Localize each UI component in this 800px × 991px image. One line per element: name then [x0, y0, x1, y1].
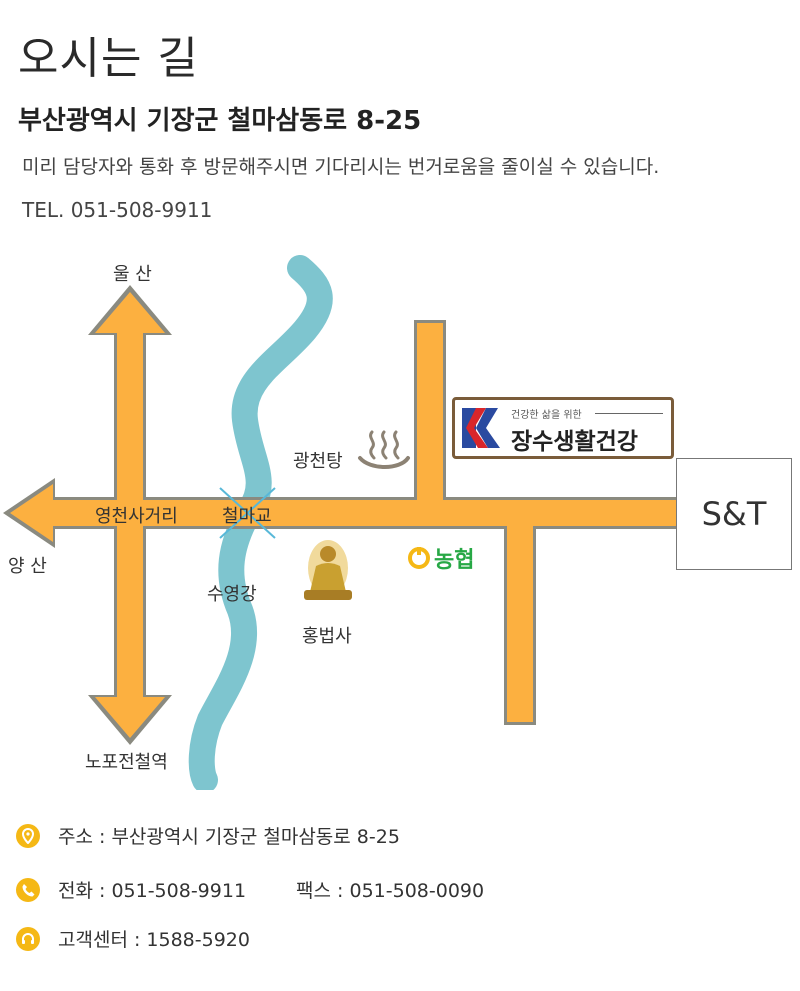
hot-spring-icon [358, 430, 410, 469]
info-service: 고객센터 : 1588-5920 [16, 925, 250, 952]
tel-text: TEL. 051-508-9911 [22, 198, 213, 222]
company-logo-icon [462, 408, 500, 448]
info-service-text: 고객센터 : 1588-5920 [58, 929, 250, 951]
bridge-icon [219, 487, 276, 539]
address-heading: 부산광역시 기장군 철마삼동로 8-25 [18, 106, 422, 136]
label-river: 수영강 [207, 584, 257, 605]
label-hot-spring: 광천탕 [293, 451, 343, 472]
nh-bank-logo-icon [408, 547, 430, 569]
bank-label: 농협 [434, 548, 475, 573]
company-marker: 건강한 삶을 위한 장수생활건강 [452, 397, 674, 459]
company-divider [595, 413, 663, 414]
description-text: 미리 담당자와 통화 후 방문해주시면 기다리시는 번거로움을 줄이실 수 있습… [22, 156, 660, 178]
bank-marker: 농협 [408, 542, 474, 574]
location-map: 울 산 양 산 노포전철역 영천사거리 철마교 수영강 광천탕 홍법사 [3, 255, 676, 790]
phone-icon [16, 877, 40, 902]
company-name: 장수생활건강 [511, 429, 638, 455]
label-bridge: 철마교 [222, 506, 272, 527]
buddha-statue-icon [304, 540, 352, 600]
info-phone-text: 전화 : 051-508-9911 [58, 880, 247, 902]
label-junction: 영천사거리 [95, 506, 178, 527]
label-temple: 홍법사 [302, 626, 352, 647]
info-address-text: 주소 : 부산광역시 기장군 철마삼동로 8-25 [58, 826, 400, 848]
page-title: 오시는 길 [18, 33, 199, 84]
headset-icon [16, 926, 40, 951]
label-north: 울 산 [113, 264, 152, 285]
destination-box: S&T [676, 458, 792, 570]
company-tagline: 건강한 삶을 위한 [511, 410, 582, 421]
location-pin-icon [16, 823, 40, 848]
label-west: 양 산 [8, 556, 47, 577]
info-address: 주소 : 부산광역시 기장군 철마삼동로 8-25 [16, 822, 400, 849]
destination-label: S&T [701, 495, 767, 533]
label-south: 노포전철역 [85, 752, 168, 773]
info-fax-text: 팩스 : 051-508-0090 [296, 880, 485, 902]
info-contact: 전화 : 051-508-9911 팩스 : 051-508-0090 [16, 876, 484, 903]
